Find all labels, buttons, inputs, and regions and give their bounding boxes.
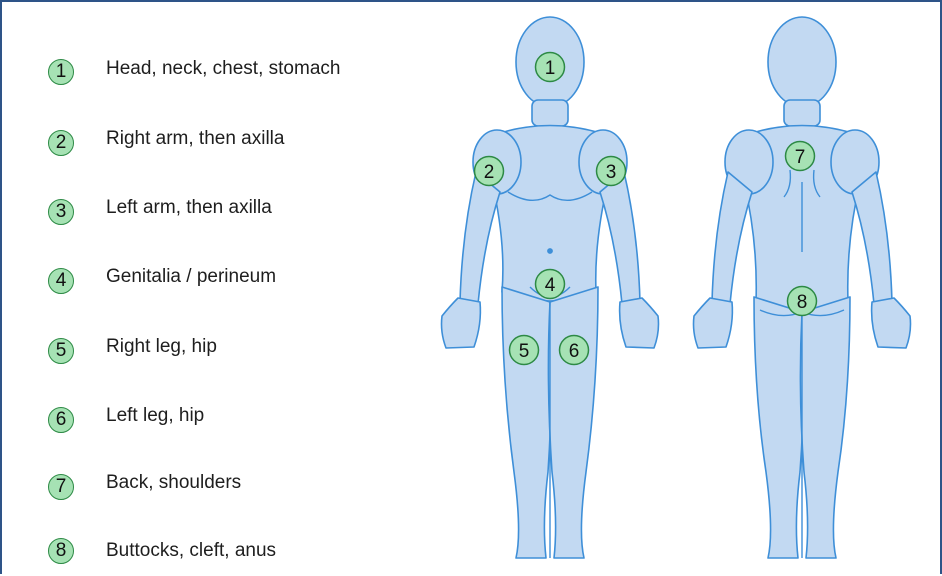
front-right-arm xyxy=(460,172,500,304)
marker-8: 8 xyxy=(788,287,817,316)
front-right-hand xyxy=(442,298,481,348)
back-right-arm xyxy=(852,172,892,304)
marker-7: 7 xyxy=(786,142,815,171)
front-neck xyxy=(532,100,568,126)
front-left-arm xyxy=(600,172,640,304)
front-left-hand xyxy=(620,298,659,348)
marker-label: 5 xyxy=(519,341,530,362)
marker-6: 6 xyxy=(560,336,589,365)
marker-label: 7 xyxy=(795,147,806,168)
back-head xyxy=(768,17,836,107)
marker-4: 4 xyxy=(536,270,565,299)
back-left-hand xyxy=(694,298,733,348)
marker-3: 3 xyxy=(597,157,626,186)
front-right-leg xyxy=(502,287,552,558)
front-left-leg xyxy=(548,287,598,558)
marker-2: 2 xyxy=(475,157,504,186)
back-right-hand xyxy=(872,298,911,348)
marker-1: 1 xyxy=(536,53,565,82)
marker-label: 2 xyxy=(484,162,495,183)
back-left-leg xyxy=(754,297,804,558)
marker-5: 5 xyxy=(510,336,539,365)
back-left-arm xyxy=(712,172,752,304)
marker-label: 4 xyxy=(545,275,556,296)
marker-label: 3 xyxy=(606,162,617,183)
marker-label: 6 xyxy=(569,341,580,362)
marker-label: 8 xyxy=(797,292,808,313)
back-neck xyxy=(784,100,820,126)
marker-label: 1 xyxy=(545,58,556,79)
back-right-leg xyxy=(800,297,850,558)
